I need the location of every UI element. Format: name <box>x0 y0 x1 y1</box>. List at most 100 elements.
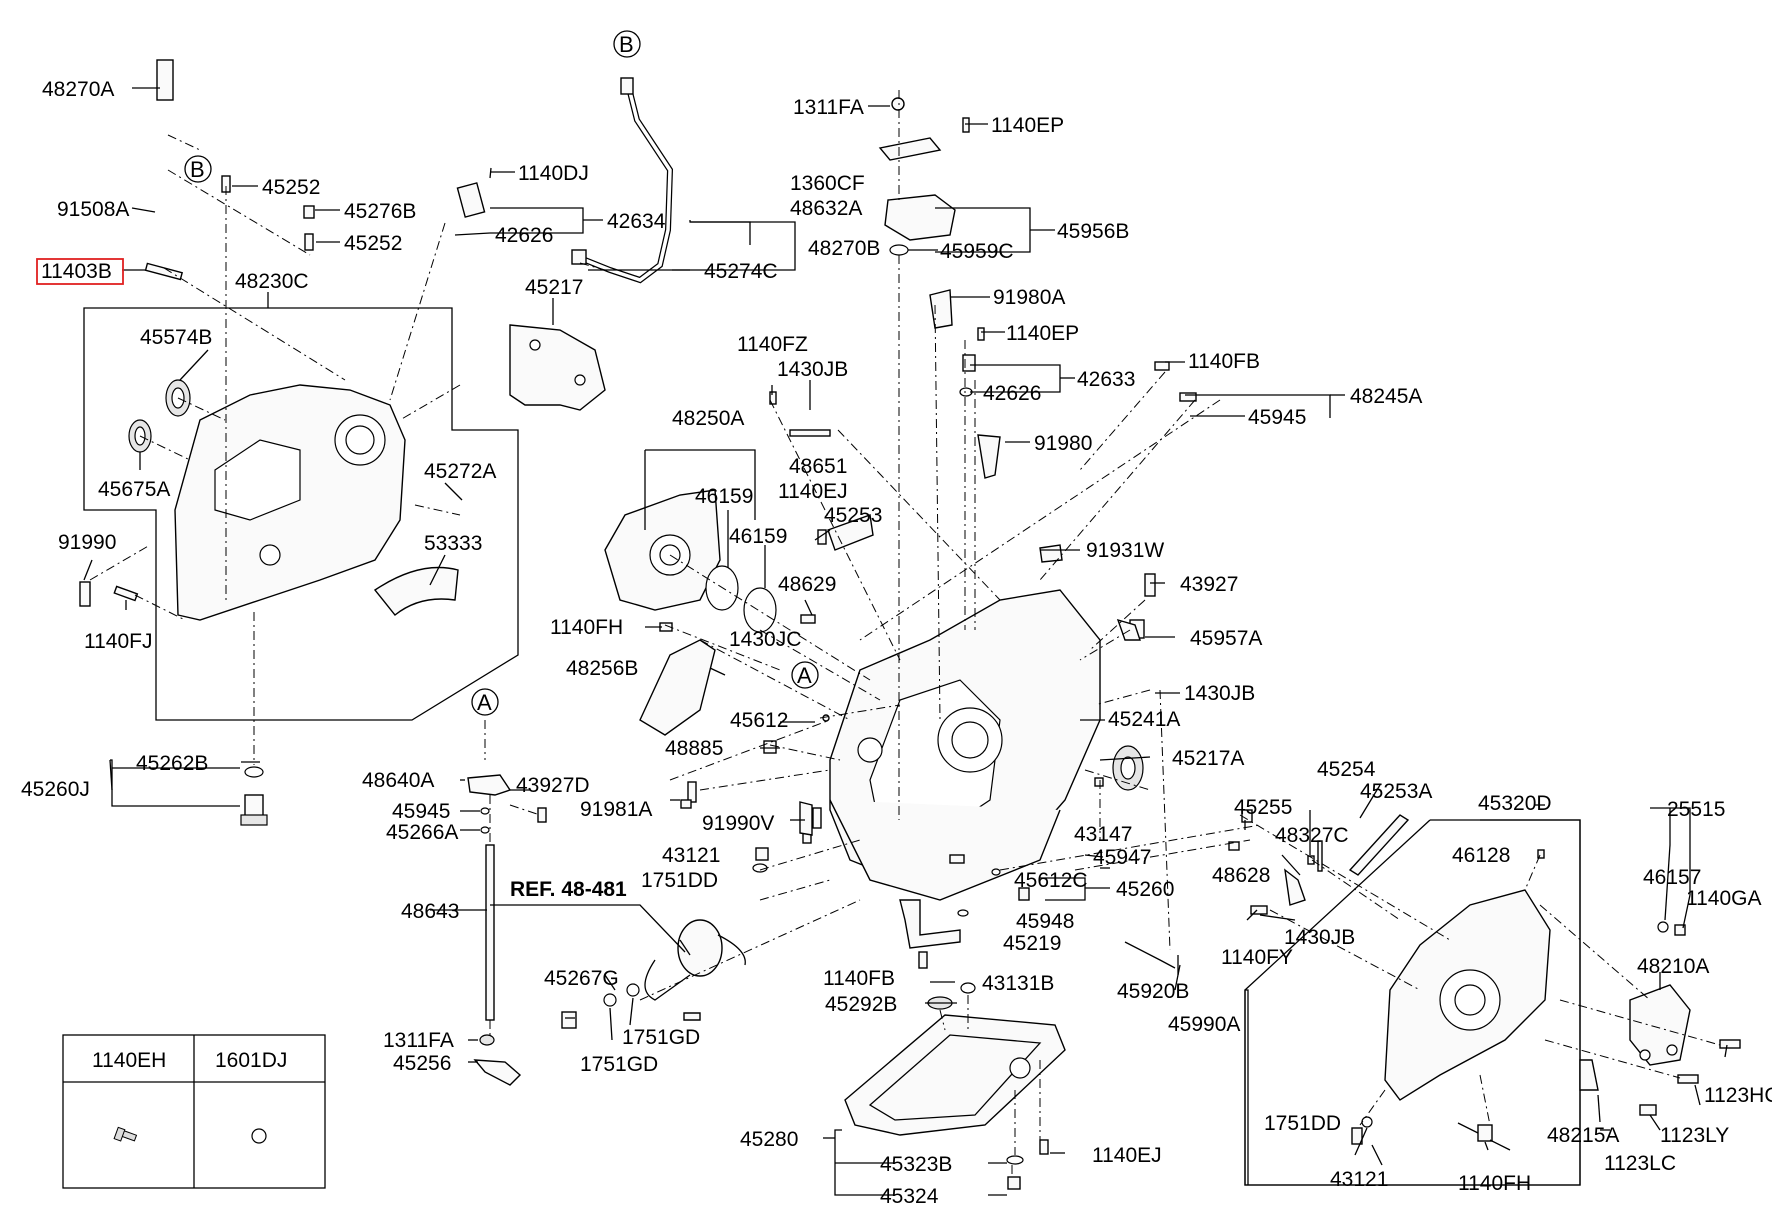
part-labels: 48270A 91508A 11403B 45252 45276B 45252 … <box>21 78 1772 1208</box>
label-46159-a: 46159 <box>695 485 753 508</box>
label-42626-left: 42626 <box>495 224 553 247</box>
label-1140GA: 1140GA <box>1686 887 1762 910</box>
label-1140FH-mid: 1140FH <box>550 616 623 639</box>
label-45252-lower: 45252 <box>344 232 402 255</box>
hook-48215A-drawing <box>1579 1059 1599 1091</box>
rod-48643-drawing <box>485 844 495 1021</box>
callout-a-lower: A <box>471 688 499 716</box>
bar-45253A-drawing <box>1348 814 1410 876</box>
label-45219: 45219 <box>1003 932 1061 955</box>
label-45990A: 45990A <box>1168 1013 1240 1036</box>
label-1140FB-lower: 1140FB <box>823 967 895 990</box>
label-45276B: 45276B <box>344 200 416 223</box>
label-ref-48-481: REF. 48-481 <box>510 878 627 901</box>
label-48643: 48643 <box>401 900 459 923</box>
label-48245A: 48245A <box>1350 385 1422 408</box>
label-45272A: 45272A <box>424 460 496 483</box>
sensor-42634-drawing <box>456 167 492 218</box>
lever-45256-drawing <box>473 1059 522 1086</box>
shield-53333-drawing <box>373 566 459 616</box>
label-45280: 45280 <box>740 1128 798 1151</box>
label-48270A: 48270A <box>42 78 114 101</box>
housing-48230C-drawing <box>174 384 406 621</box>
bolt-icon <box>113 1126 138 1142</box>
label-45612C: 45612C <box>1014 869 1088 892</box>
label-48632A: 48632A <box>790 197 862 220</box>
label-91508A: 91508A <box>57 198 129 221</box>
label-45260J: 45260J <box>21 778 90 801</box>
label-45948: 45948 <box>1016 910 1074 933</box>
fasteners <box>79 97 1741 1190</box>
label-45574B: 45574B <box>140 326 212 349</box>
label-43927: 43927 <box>1180 573 1238 596</box>
label-43131B: 43131B <box>982 972 1054 995</box>
label-48210A: 48210A <box>1637 955 1709 978</box>
label-45254: 45254 <box>1317 758 1376 781</box>
label-1430JB-mid: 1430JB <box>1184 682 1255 705</box>
label-1123LC: 1123LC <box>1604 1152 1676 1175</box>
cable-45920B-drawing <box>1124 941 1176 969</box>
callout-b-top: B <box>613 30 641 58</box>
label-1123LY: 1123LY <box>1660 1124 1729 1147</box>
bearing-45217A-drawing <box>1112 745 1144 791</box>
svg-text:B: B <box>619 32 634 57</box>
label-42634: 42634 <box>607 210 666 233</box>
label-48640A: 48640A <box>362 769 434 792</box>
label-45612: 45612 <box>730 709 788 732</box>
oil-pan-45280-drawing <box>844 1014 1066 1136</box>
label-45675A: 45675A <box>98 478 170 501</box>
label-43121-left: 43121 <box>662 844 720 867</box>
label-91980: 91980 <box>1034 432 1092 455</box>
label-1751GD-left: 1751GD <box>580 1053 658 1076</box>
label-1751DD-right: 1751DD <box>1264 1112 1341 1135</box>
label-1311FA-lower: 1311FA <box>383 1029 454 1052</box>
label-46159-b: 46159 <box>729 525 787 548</box>
label-1140EJ-mid: 1140EJ <box>778 480 848 503</box>
label-48230C: 48230C <box>235 270 309 293</box>
label-91980A: 91980A <box>993 286 1065 309</box>
label-11403B: 11403B <box>41 260 112 283</box>
label-45256: 45256 <box>393 1052 451 1075</box>
label-1751GD-right: 1751GD <box>622 1026 700 1049</box>
switch-45956B-drawing <box>878 137 956 256</box>
label-45266A: 45266A <box>386 821 458 844</box>
label-45267G: 45267G <box>544 967 619 990</box>
label-48270B: 48270B <box>808 237 880 260</box>
label-48327C: 48327C <box>1275 824 1349 847</box>
label-48628: 48628 <box>1212 864 1270 887</box>
label-45217: 45217 <box>525 276 583 299</box>
label-1140EP-mid: 1140EP <box>1006 322 1079 345</box>
case-45241A-drawing <box>829 589 1101 901</box>
label-45217A: 45217A <box>1172 747 1244 770</box>
label-1430JB-top: 1430JB <box>777 358 848 381</box>
pipe-48270A-drawing <box>156 44 202 135</box>
label-48885: 48885 <box>665 737 723 760</box>
label-45945-left: 45945 <box>392 800 450 823</box>
svg-text:A: A <box>477 690 492 715</box>
label-43147: 43147 <box>1074 823 1132 846</box>
label-1430JB-lower: 1430JB <box>1284 926 1355 949</box>
label-45324: 45324 <box>880 1185 939 1208</box>
label-45274C: 45274C <box>704 260 778 283</box>
label-1751DD-left: 1751DD <box>641 869 718 892</box>
label-91931W: 91931W <box>1086 539 1164 562</box>
group-box-left-housing <box>83 307 519 721</box>
label-1140FB-top: 1140FB <box>1188 350 1260 373</box>
bracket-45217-drawing <box>509 324 606 411</box>
label-1140FY: 1140FY <box>1221 946 1293 969</box>
label-48629: 48629 <box>778 573 836 596</box>
label-1140DJ: 1140DJ <box>518 162 589 185</box>
plug-icon <box>251 1128 267 1144</box>
label-53333: 53333 <box>424 532 482 555</box>
label-1311FA-top: 1311FA <box>793 96 864 119</box>
label-45959C: 45959C <box>940 240 1014 263</box>
label-45252-upper: 45252 <box>262 176 320 199</box>
cover-48250A-drawing <box>604 489 721 611</box>
label-45253A: 45253A <box>1360 780 1432 803</box>
oring-46159-b-drawing <box>743 587 777 633</box>
label-45292B: 45292B <box>825 993 897 1016</box>
label-91981A: 91981A <box>580 798 652 821</box>
fastener-legend-table: 1140EH 1601DJ <box>62 1034 326 1189</box>
label-42626-right: 42626 <box>983 382 1041 405</box>
label-46157: 46157 <box>1643 866 1701 889</box>
